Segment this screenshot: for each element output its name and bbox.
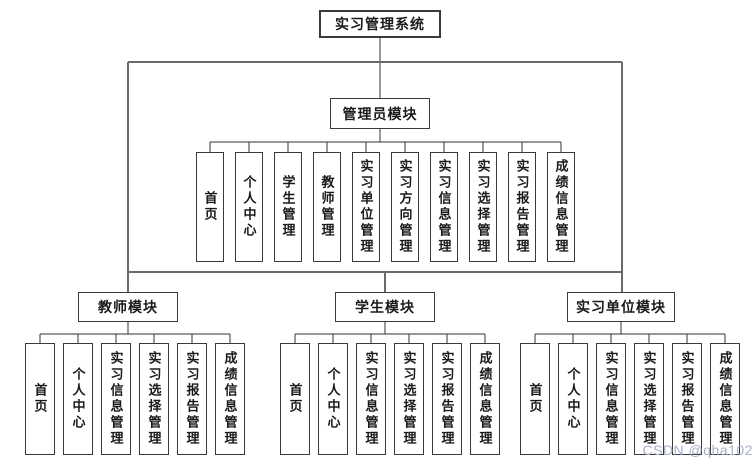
leaf-node-admin-3: 教师管理 (313, 152, 341, 262)
leaf-label: 实习信息管理 (108, 351, 124, 447)
leaf-label: 个人中心 (325, 367, 341, 431)
leaf-label: 实习选择管理 (146, 351, 162, 447)
leaf-node-2-3: 实习选择管理 (634, 343, 664, 455)
leaf-label: 首页 (32, 383, 48, 415)
leaf-node-0-3: 实习选择管理 (139, 343, 169, 455)
module-node-2: 实习单位模块 (567, 292, 675, 322)
leaf-node-admin-7: 实习选择管理 (469, 152, 497, 262)
module-node-admin: 管理员模块 (330, 98, 430, 129)
leaf-label: 首页 (287, 383, 303, 415)
leaf-node-2-5: 成绩信息管理 (710, 343, 740, 455)
leaf-label: 实习报告管理 (679, 351, 695, 447)
leaf-label: 实习选择管理 (641, 351, 657, 447)
leaf-label: 教师管理 (319, 175, 335, 239)
leaf-node-admin-8: 实习报告管理 (508, 152, 536, 262)
leaf-node-2-0: 首页 (520, 343, 550, 455)
leaf-label: 实习单位管理 (358, 159, 374, 255)
leaf-node-2-2: 实习信息管理 (596, 343, 626, 455)
leaf-label: 成绩信息管理 (717, 351, 733, 447)
leaf-label: 实习报告管理 (514, 159, 530, 255)
leaf-node-admin-2: 学生管理 (274, 152, 302, 262)
leaf-label: 实习方向管理 (397, 159, 413, 255)
leaf-node-1-4: 实习报告管理 (432, 343, 462, 455)
leaf-node-0-2: 实习信息管理 (101, 343, 131, 455)
leaf-node-admin-6: 实习信息管理 (430, 152, 458, 262)
leaf-node-2-1: 个人中心 (558, 343, 588, 455)
leaf-node-admin-9: 成绩信息管理 (547, 152, 575, 262)
leaf-node-0-0: 首页 (25, 343, 55, 455)
root-node-internship-management-system: 实习管理系统 (319, 10, 441, 38)
leaf-label: 个人中心 (70, 367, 86, 431)
leaf-label: 实习信息管理 (603, 351, 619, 447)
leaf-label: 首页 (527, 383, 543, 415)
leaf-label: 学生管理 (280, 175, 296, 239)
leaf-node-1-1: 个人中心 (318, 343, 348, 455)
leaf-label: 个人中心 (241, 175, 257, 239)
leaf-node-0-1: 个人中心 (63, 343, 93, 455)
module-node-0: 教师模块 (78, 292, 178, 322)
leaf-label: 实习选择管理 (401, 351, 417, 447)
leaf-node-admin-5: 实习方向管理 (391, 152, 419, 262)
leaf-node-0-5: 成绩信息管理 (215, 343, 245, 455)
leaf-node-1-0: 首页 (280, 343, 310, 455)
leaf-label: 实习报告管理 (184, 351, 200, 447)
leaf-node-admin-1: 个人中心 (235, 152, 263, 262)
leaf-label: 首页 (202, 191, 218, 223)
leaf-node-1-2: 实习信息管理 (356, 343, 386, 455)
leaf-node-1-3: 实习选择管理 (394, 343, 424, 455)
leaf-label: 实习信息管理 (363, 351, 379, 447)
module-node-1: 学生模块 (335, 292, 435, 322)
leaf-label: 实习信息管理 (436, 159, 452, 255)
leaf-node-admin-0: 首页 (196, 152, 224, 262)
leaf-label: 实习报告管理 (439, 351, 455, 447)
leaf-node-0-4: 实习报告管理 (177, 343, 207, 455)
leaf-node-1-5: 成绩信息管理 (470, 343, 500, 455)
leaf-label: 成绩信息管理 (553, 159, 569, 255)
leaf-label: 成绩信息管理 (222, 351, 238, 447)
leaf-label: 个人中心 (565, 367, 581, 431)
leaf-label: 成绩信息管理 (477, 351, 493, 447)
leaf-node-admin-4: 实习单位管理 (352, 152, 380, 262)
leaf-node-2-4: 实习报告管理 (672, 343, 702, 455)
leaf-label: 实习选择管理 (475, 159, 491, 255)
